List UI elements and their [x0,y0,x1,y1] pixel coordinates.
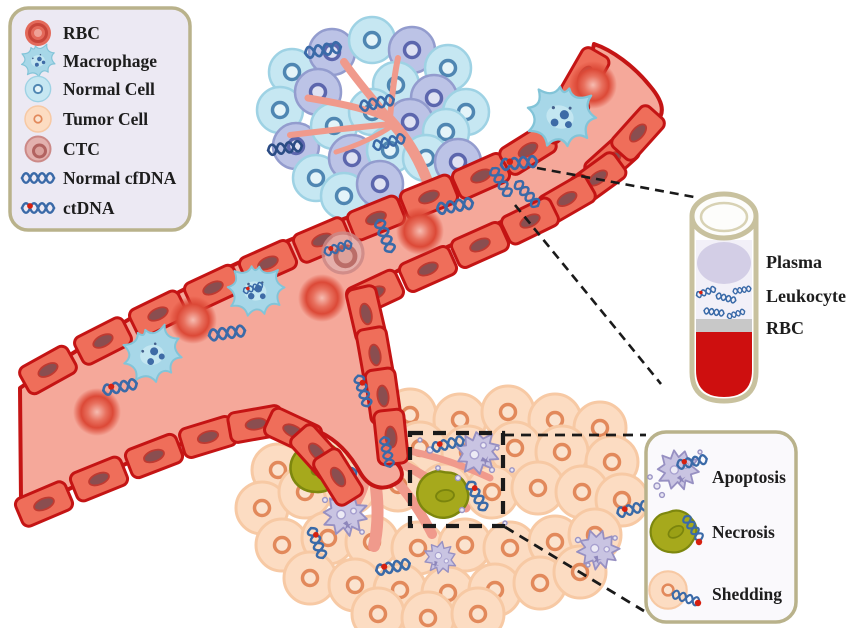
legend-label: Tumor Cell [63,109,148,129]
legend-item-macrophage: Macrophage [18,42,157,80]
process-item-necrosis: Necrosis [646,506,775,557]
process-label: Apoptosis [712,467,786,487]
ctc-cell [323,233,363,273]
process-label: Necrosis [712,522,775,542]
tube-leukocyte-layer [696,319,752,334]
blood-tube: Plasma Leukocyte RBC [689,191,846,404]
legend-item-normal-cfdna: Normal cfDNA [20,168,177,188]
normal-tissue-cluster [255,15,491,221]
tube-label-leukocyte: Leukocyte [766,286,846,306]
normal-cell-icon [24,75,52,103]
legend-item-normal-cell: Normal Cell [24,75,155,103]
legend-label: ctDNA [63,198,115,218]
tumor-cell [350,586,406,628]
legend-label: Normal Cell [63,79,155,99]
rbc-icon [25,20,51,46]
callout-lines [407,166,695,613]
legend-item-tumor-cell: Tumor Cell [24,105,148,133]
process-box: Apoptosis Necrosis Shedding [644,430,798,624]
tumor-cell-icon [24,105,52,133]
legend-label: CTC [63,139,100,159]
tumor-cell [400,590,456,628]
legend-label: Macrophage [63,51,157,71]
tube-label-plasma: Plasma [766,252,822,272]
tissue-capillary [287,55,436,194]
legend-item-rbc: RBC [25,20,100,46]
legend-label: RBC [63,23,100,43]
rbc-cell [396,207,444,255]
rbc-cell [298,274,346,322]
rbc-cell [73,388,121,436]
tube-label-rbc: RBC [766,318,804,338]
normal-cell [347,15,397,65]
blood-vessel [11,42,669,530]
apoptotic-vesicles [321,437,618,568]
tumor-cell [282,550,338,606]
legend-box: RBC Macrophage Normal Cell Tumor Cell CT… [8,6,192,232]
ctc-icon [24,135,52,163]
process-item-shedding: Shedding [648,570,782,610]
legend-item-ctdna: ctDNA [22,198,115,218]
tumor-cell [450,586,506,628]
zoom-region-box [407,430,506,529]
legend-label: Normal cfDNA [63,168,177,188]
tube-rbc-layer [696,332,752,397]
process-label: Shedding [712,584,782,604]
shedding-icon [648,570,688,610]
tube-plasma-layer [697,242,751,284]
legend-item-ctc: CTC [24,135,100,163]
process-item-apoptosis: Apoptosis [647,444,786,499]
